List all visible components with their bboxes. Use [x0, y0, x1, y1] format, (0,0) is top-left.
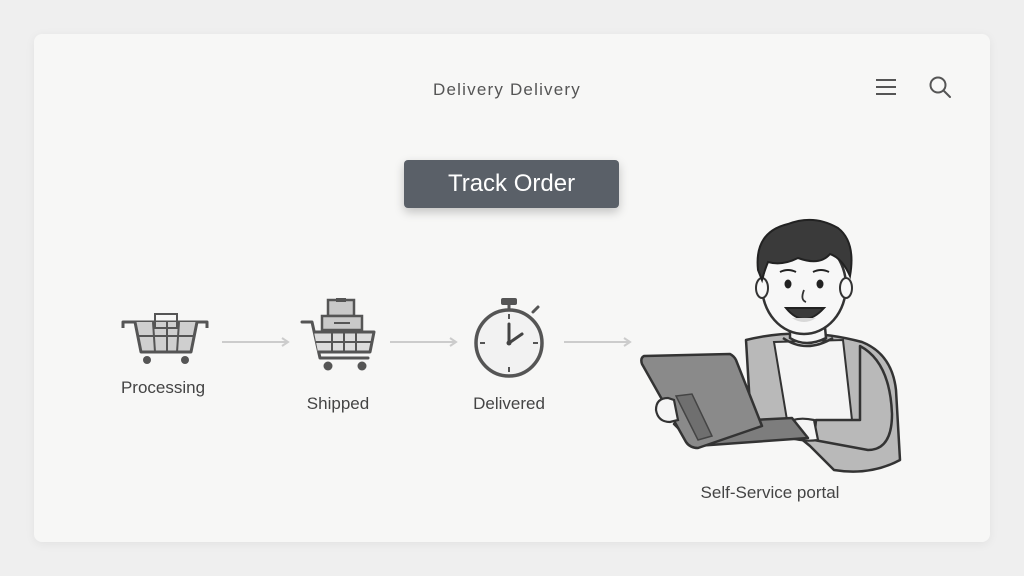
brand-title: Delivery Delivery — [433, 80, 581, 99]
step-label-shipped: Shipped — [306, 394, 370, 413]
self-service-portal-label: Self-Service portal — [700, 483, 840, 502]
hamburger-menu-icon[interactable] — [873, 74, 899, 100]
person-with-laptop-illustration — [640, 218, 902, 473]
shopping-cart-with-boxes-icon — [300, 298, 376, 371]
step-processing: Processing — [110, 312, 216, 398]
arrow-icon — [222, 337, 290, 347]
step-label-processing: Processing — [120, 378, 206, 397]
step-label-delivered: Delivered — [473, 394, 545, 413]
arrow-icon — [564, 337, 632, 347]
stopwatch-icon — [474, 298, 544, 378]
search-icon[interactable] — [927, 74, 953, 100]
step-shipped: Shipped — [290, 296, 386, 414]
shopping-basket-icon — [121, 313, 209, 364]
step-delivered: Delivered — [462, 296, 556, 414]
track-order-button[interactable]: Track Order — [404, 160, 619, 208]
arrow-icon — [390, 337, 458, 347]
